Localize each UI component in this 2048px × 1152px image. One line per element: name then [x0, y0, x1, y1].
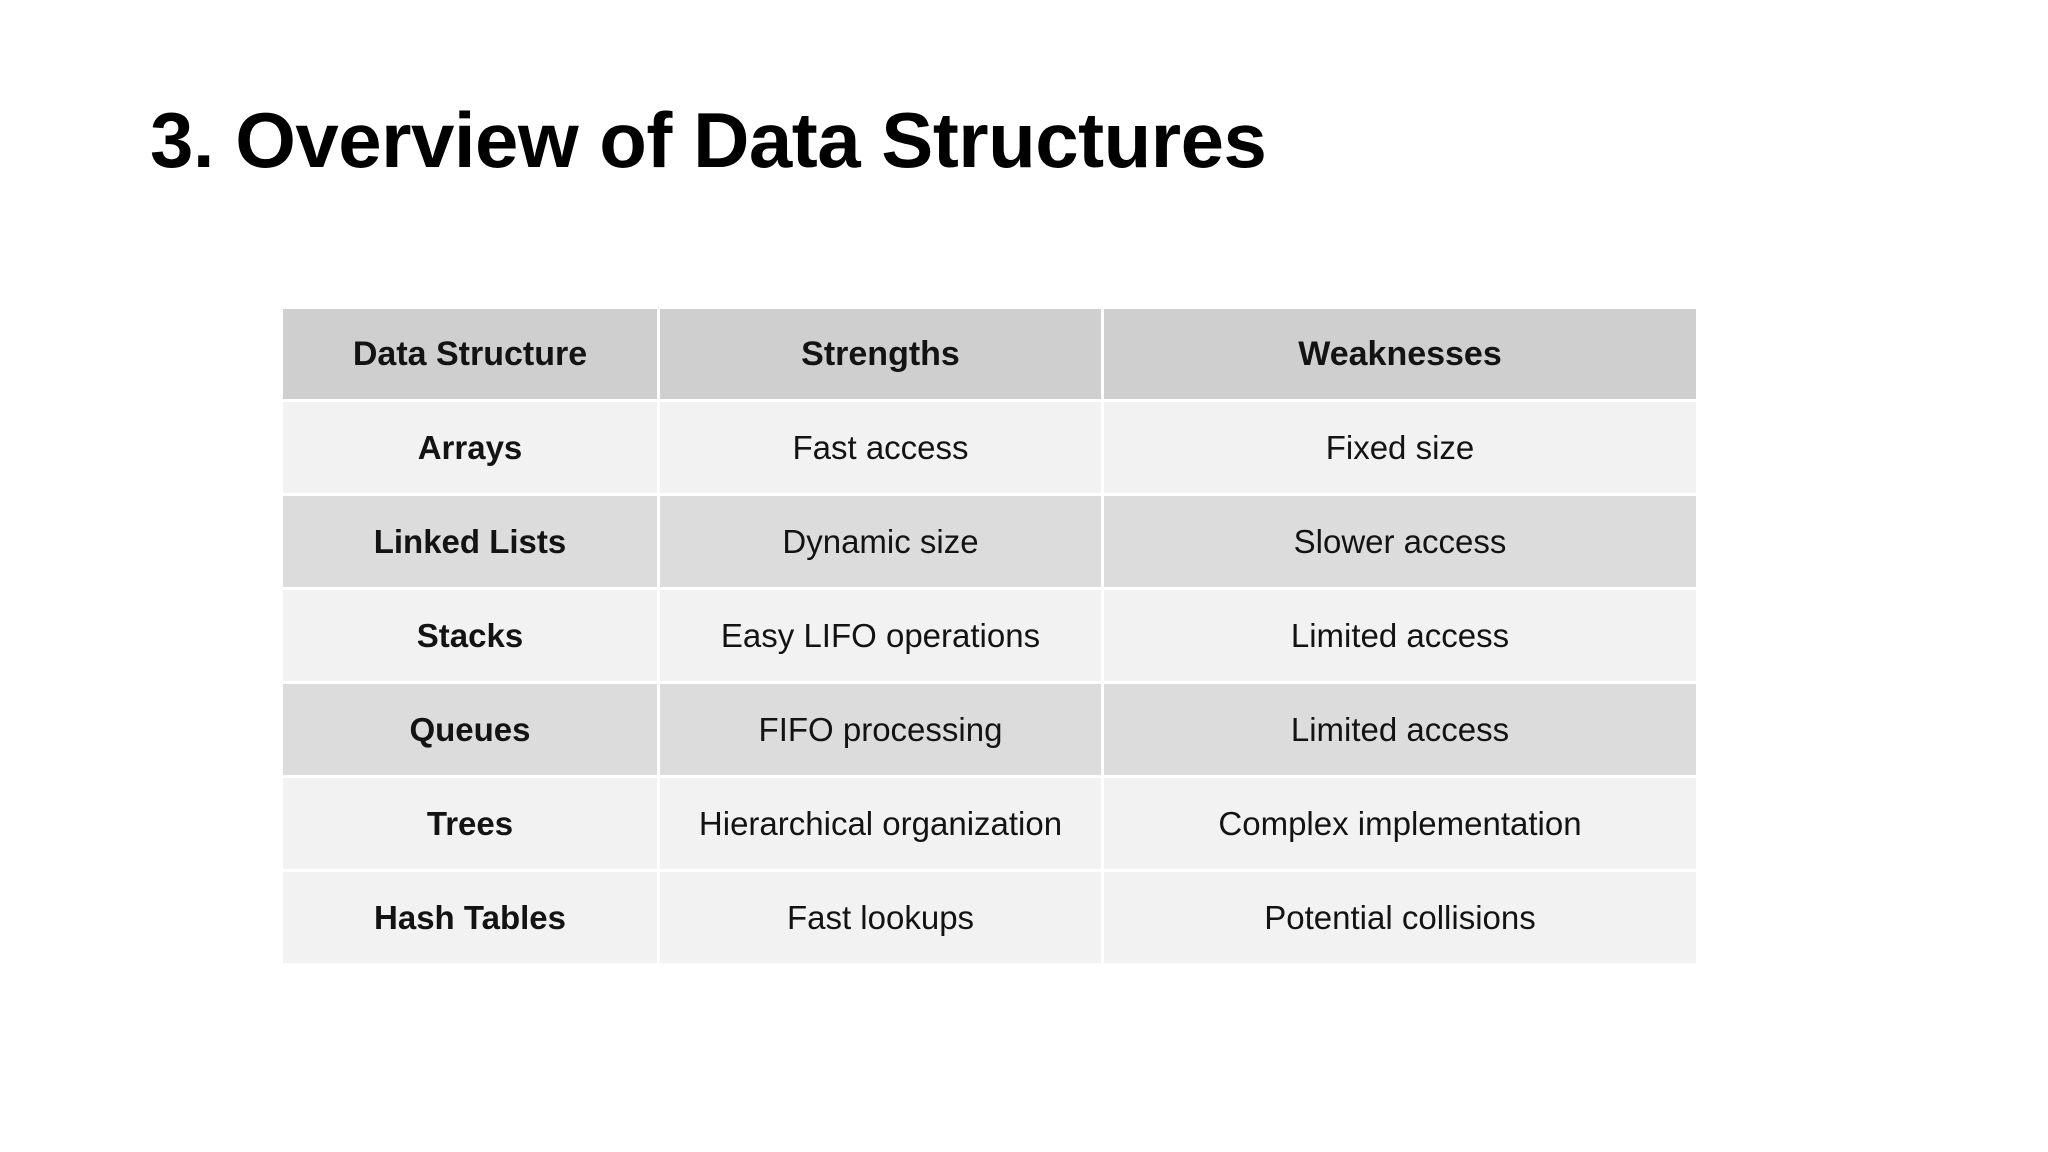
cell-strengths: FIFO processing	[660, 684, 1101, 775]
cell-weaknesses: Limited access	[1104, 590, 1696, 681]
column-header-weaknesses: Weaknesses	[1104, 309, 1696, 399]
data-structures-table: Data Structure Strengths Weaknesses Arra…	[280, 306, 1699, 966]
cell-weaknesses: Potential collisions	[1104, 872, 1696, 963]
cell-strengths: Dynamic size	[660, 496, 1101, 587]
cell-strengths: Fast lookups	[660, 872, 1101, 963]
table-row: Hash Tables Fast lookups Potential colli…	[283, 872, 1696, 963]
column-header-strengths: Strengths	[660, 309, 1101, 399]
table-header-row: Data Structure Strengths Weaknesses	[283, 309, 1696, 399]
table-row: Trees Hierarchical organization Complex …	[283, 778, 1696, 869]
cell-data-structure: Arrays	[283, 402, 657, 493]
page-title: 3. Overview of Data Structures	[150, 96, 1267, 185]
cell-data-structure: Stacks	[283, 590, 657, 681]
table-row: Stacks Easy LIFO operations Limited acce…	[283, 590, 1696, 681]
table-header: Data Structure Strengths Weaknesses	[283, 309, 1696, 399]
data-structures-table-wrapper: Data Structure Strengths Weaknesses Arra…	[283, 309, 1696, 963]
table-row: Queues FIFO processing Limited access	[283, 684, 1696, 775]
cell-weaknesses: Slower access	[1104, 496, 1696, 587]
cell-data-structure: Linked Lists	[283, 496, 657, 587]
cell-weaknesses: Fixed size	[1104, 402, 1696, 493]
cell-strengths: Easy LIFO operations	[660, 590, 1101, 681]
cell-data-structure: Hash Tables	[283, 872, 657, 963]
table-row: Linked Lists Dynamic size Slower access	[283, 496, 1696, 587]
cell-data-structure: Queues	[283, 684, 657, 775]
column-header-data-structure: Data Structure	[283, 309, 657, 399]
cell-strengths: Fast access	[660, 402, 1101, 493]
cell-strengths: Hierarchical organization	[660, 778, 1101, 869]
table-row: Arrays Fast access Fixed size	[283, 402, 1696, 493]
cell-weaknesses: Limited access	[1104, 684, 1696, 775]
cell-weaknesses: Complex implementation	[1104, 778, 1696, 869]
table-body: Arrays Fast access Fixed size Linked Lis…	[283, 402, 1696, 963]
cell-data-structure: Trees	[283, 778, 657, 869]
